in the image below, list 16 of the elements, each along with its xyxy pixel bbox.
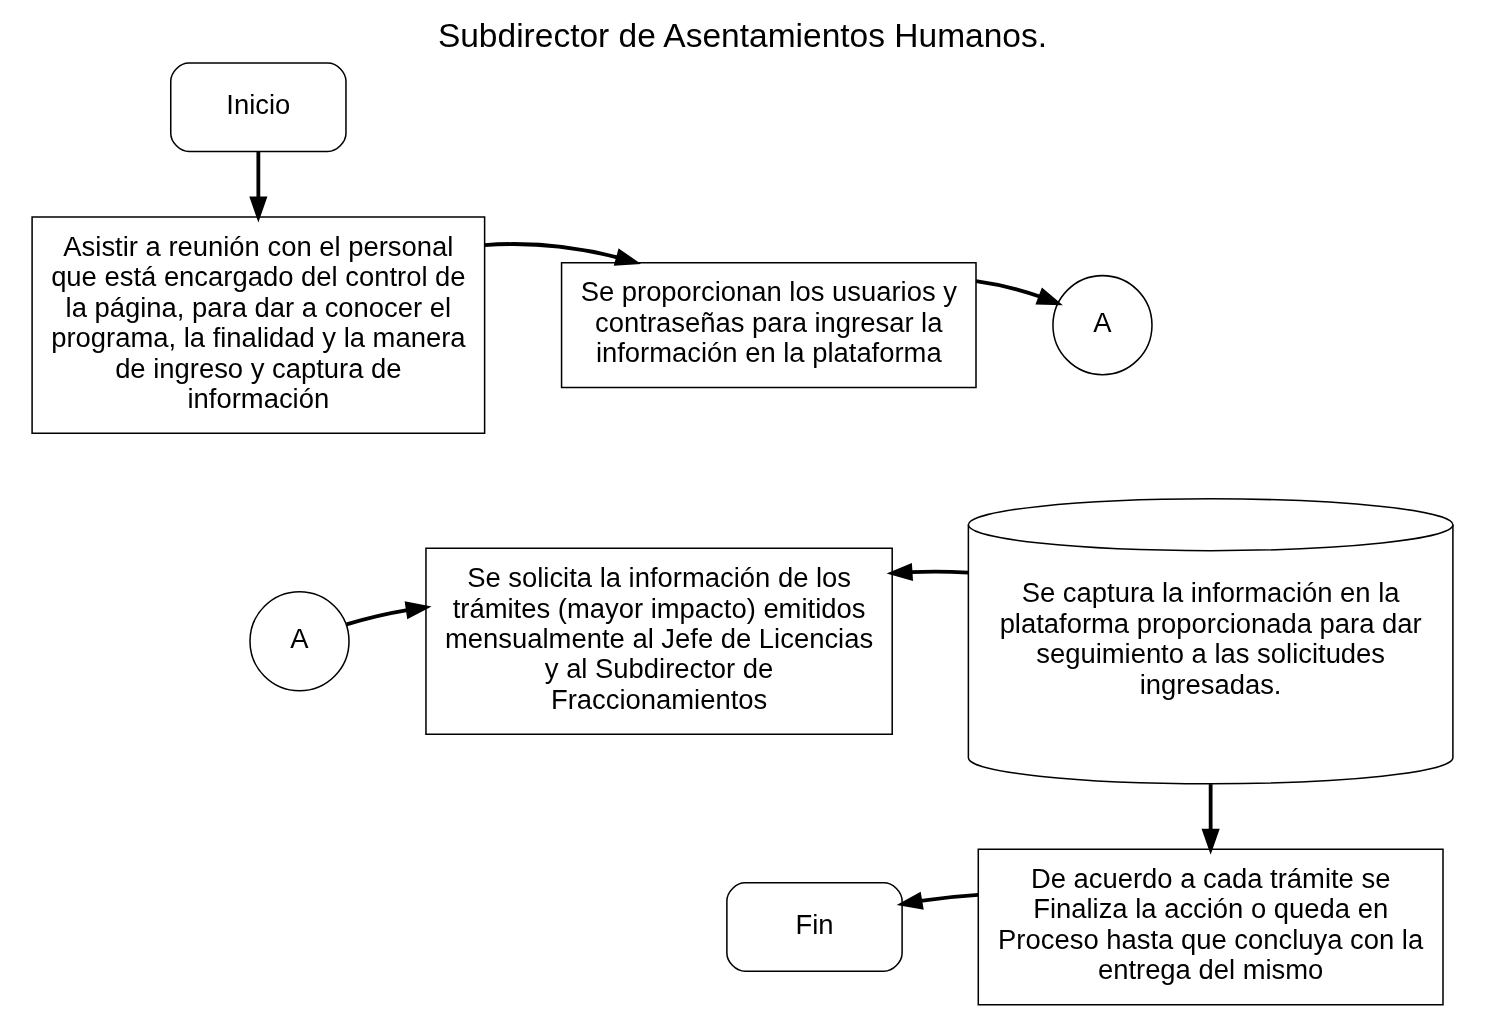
- arrow: [886, 562, 969, 582]
- node-box: Fin: [726, 882, 903, 972]
- node-box: De acuerdo a cada trámite se Finaliza la acción o queda en Proceso hasta que concluya con la entrega del mismo: [977, 848, 1444, 1006]
- node-circle: A: [249, 591, 350, 692]
- node-box: Se solicita la información de los trámites (mayor impacto) emitidos mensualmente al Jefe de Licencias y al Subdirector de Fraccionamientos: [425, 547, 893, 735]
- node-box: Se proporcionan los usuarios y contraseñas para ingresar la información en la plataforma: [560, 261, 977, 389]
- node-box: Asistir a reunión con el personal que está encargado del control de la página, para dar a conocer el programa, la finalidad y la manera de ingreso y captura de información: [31, 216, 486, 435]
- arrow: [975, 279, 1063, 306]
- arrow: [896, 891, 979, 910]
- diagram-title: Subdirector de Asentamientos Humanos.: [437, 17, 1048, 55]
- node-box: Inicio: [170, 62, 347, 153]
- node-circle: A: [1052, 274, 1153, 376]
- arrow: [484, 242, 642, 266]
- arrow: [249, 151, 268, 223]
- arrow: [1201, 784, 1220, 855]
- arrow: [346, 601, 432, 627]
